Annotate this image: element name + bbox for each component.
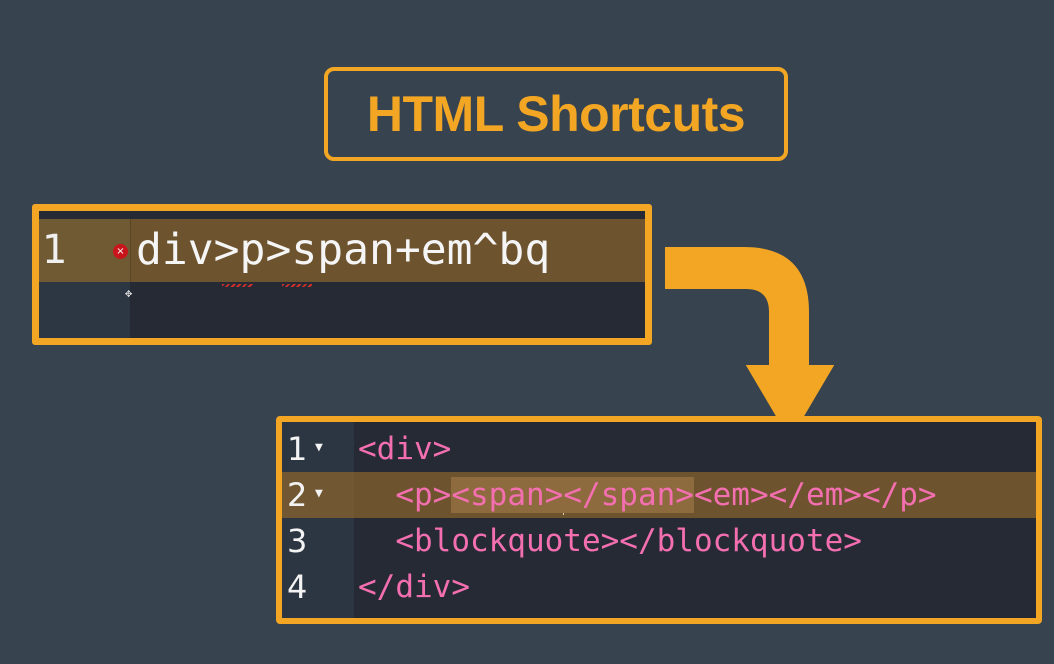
error-squiggle [222,284,253,287]
line-number: 1 [42,227,68,273]
span-open-tag: <span> [451,477,564,513]
page-title: HTML Shortcuts [366,86,746,142]
code-text[interactable]: <p><span></span><em></em></p> [358,476,937,515]
active-line-highlight [39,219,645,282]
indent [358,477,395,513]
editor-top-strip [39,211,645,219]
fold-arrow-icon[interactable]: ▼ [315,486,323,501]
code-line: 3 <blockquote></blockquote> [282,518,1036,564]
curved-arrow-icon [664,246,838,444]
gutter-cell [282,472,354,518]
code-line: 1 ▼ <div> [282,426,1036,472]
editor-gutter [282,422,354,618]
em-and-p-close-tags: <em></em></p> [693,477,937,513]
line-number: 2 [287,476,308,514]
title-banner: HTML Shortcuts [324,67,788,161]
output-editor[interactable]: 1 ▼ <div> 2 ▼ <p><span></span><em></em><… [276,416,1042,624]
abbreviation-code[interactable]: div>p>span+em^bq [136,225,551,275]
fold-arrow-icon[interactable]: ▼ [315,440,323,455]
line-number: 3 [287,522,308,560]
code-line-active: 2 ▼ <p><span></span><em></em></p> [282,472,1036,518]
line-number: 1 [287,430,308,468]
error-squiggle [282,284,312,287]
move-cursor-icon: ✥ [125,286,133,300]
line-number: 4 [287,568,308,606]
span-close-tag: </span> [563,477,694,513]
input-editor[interactable]: 1 × div>p>span+em^bq ✥ [32,204,652,345]
error-icon[interactable]: × [113,244,128,259]
code-text[interactable]: <blockquote></blockquote> [358,523,862,559]
p-open-tag: <p> [395,477,452,513]
code-text[interactable]: </div> [358,569,470,605]
code-text[interactable]: <div> [358,431,452,467]
code-line: 4 </div> [282,564,1036,610]
